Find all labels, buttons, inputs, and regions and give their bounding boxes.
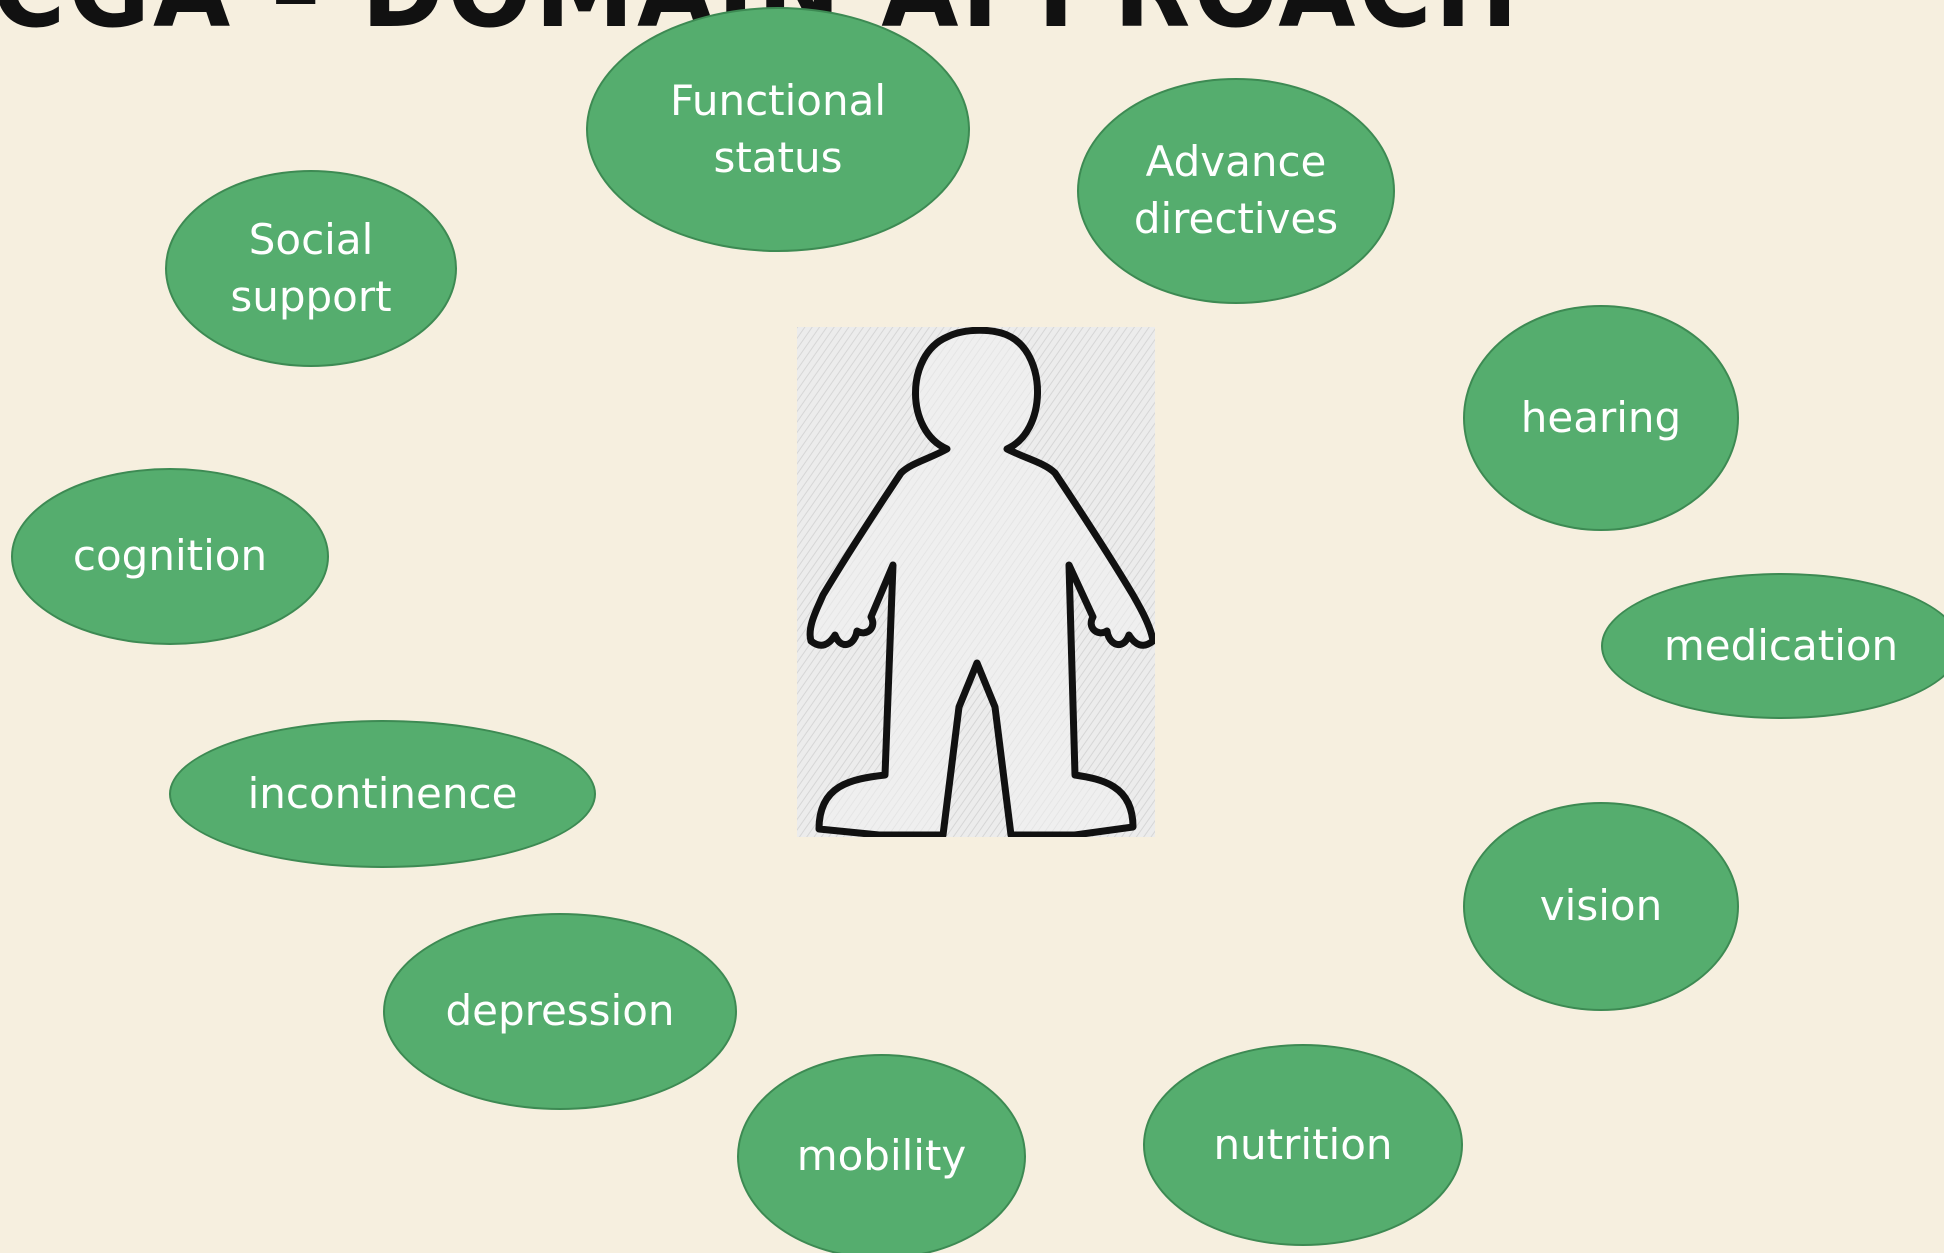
domain-nutrition: nutrition (1143, 1044, 1463, 1246)
domain-medication: medication (1601, 573, 1944, 719)
domain-functional-status: Functional status (586, 7, 970, 252)
domain-social-support: Social support (165, 170, 457, 367)
domain-incontinence: incontinence (169, 720, 596, 868)
person-outline-icon (797, 327, 1155, 837)
domain-advance-directives: Advance directives (1077, 78, 1395, 304)
domain-vision: vision (1463, 802, 1739, 1011)
domain-hearing: hearing (1463, 305, 1739, 531)
person-figure (797, 327, 1155, 837)
domain-cognition: cognition (11, 468, 329, 645)
domain-depression: depression (383, 913, 737, 1110)
domain-mobility: mobility (737, 1054, 1026, 1253)
